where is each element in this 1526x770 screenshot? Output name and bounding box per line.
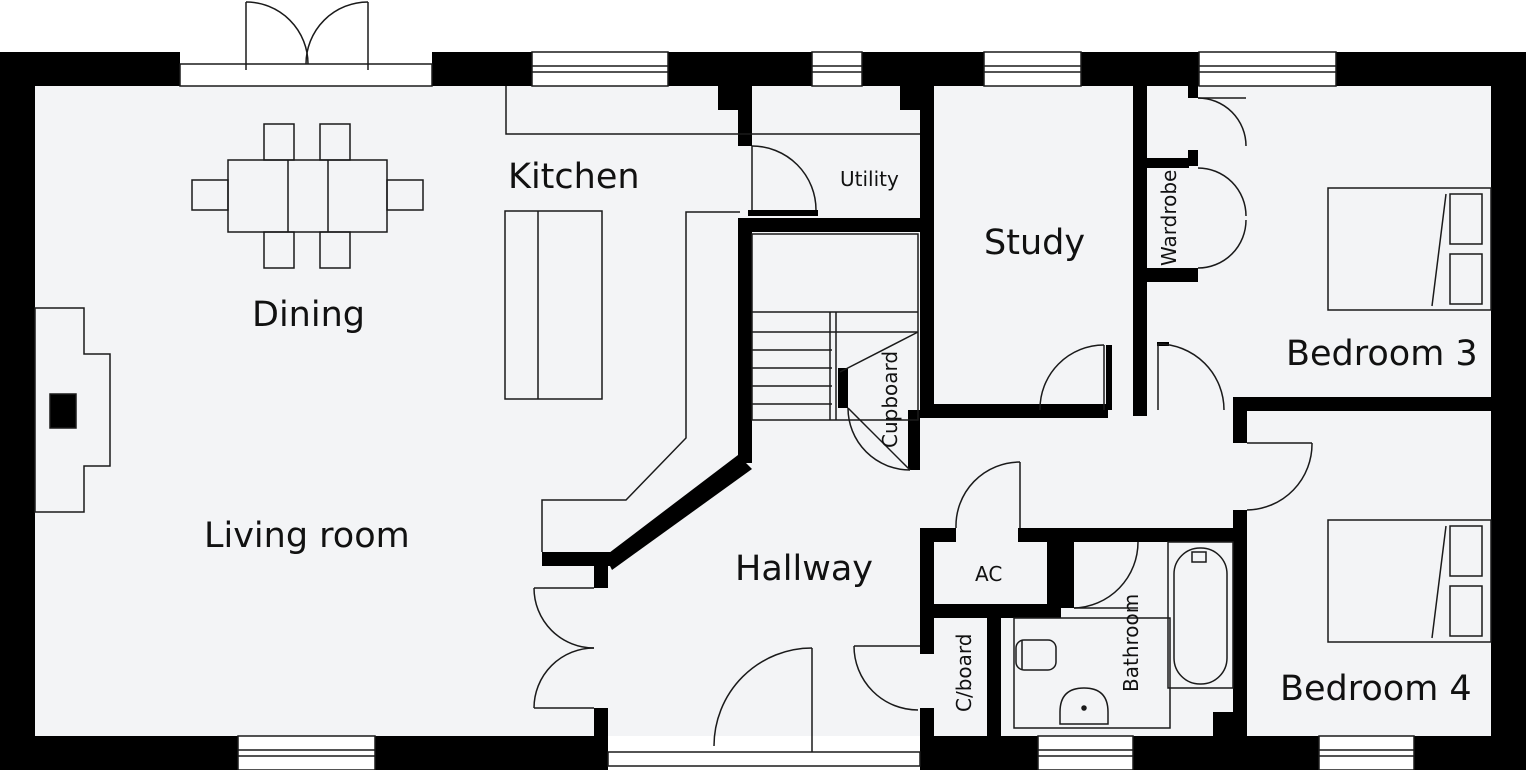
bath — [1167, 541, 1234, 689]
window-utility — [811, 51, 863, 87]
window-hallway — [607, 751, 921, 767]
label-wardrobe: Wardrobe — [1157, 170, 1181, 266]
stairs — [751, 233, 919, 421]
label-kitchen: Kitchen — [508, 157, 640, 197]
window-study — [983, 51, 1082, 87]
label-bedroom3: Bedroom 3 — [1286, 334, 1478, 374]
bathroom-panel — [1013, 617, 1171, 729]
label-study: Study — [984, 223, 1085, 263]
window-bathroom — [1037, 735, 1134, 770]
chair — [319, 123, 351, 161]
label-living: Living room — [204, 516, 410, 556]
fixtures — [34, 86, 1492, 729]
chair — [191, 179, 229, 211]
window-bedroom3 — [1198, 51, 1337, 87]
basin — [1059, 687, 1109, 725]
kitchen-island — [504, 210, 603, 400]
toilet — [1015, 639, 1057, 671]
chair — [263, 123, 295, 161]
label-ac: AC — [975, 562, 1002, 586]
fireplace — [34, 307, 111, 513]
label-dining: Dining — [252, 295, 365, 335]
bed-bedroom3 — [1327, 187, 1492, 311]
label-bathroom: Bathroom — [1119, 594, 1143, 692]
window-bedroom4 — [1318, 735, 1415, 770]
label-hallway: Hallway — [735, 549, 873, 589]
doors — [245, 1, 1313, 752]
fireplace-grate — [49, 393, 77, 429]
label-cboard: C/board — [952, 634, 976, 712]
label-utility: Utility — [840, 167, 899, 191]
kitchen-counter — [541, 211, 740, 552]
window-kitchen — [531, 51, 669, 87]
kitchen-worktop — [505, 86, 920, 135]
window-living — [237, 735, 376, 770]
chair — [319, 231, 351, 269]
room-labels: Kitchen Utility Study Wardrobe Bedroom 3… — [204, 157, 1478, 712]
windows — [179, 51, 1415, 770]
chair — [386, 179, 424, 211]
outer-walls — [0, 52, 1526, 770]
bed-bedroom4 — [1327, 519, 1492, 643]
dining-table — [227, 159, 388, 233]
label-bedroom4: Bedroom 4 — [1280, 669, 1472, 709]
window-dining-doors — [179, 63, 433, 87]
internal-walls — [542, 86, 1491, 738]
label-cupboard: Cupboard — [878, 351, 902, 448]
chair — [263, 231, 295, 269]
